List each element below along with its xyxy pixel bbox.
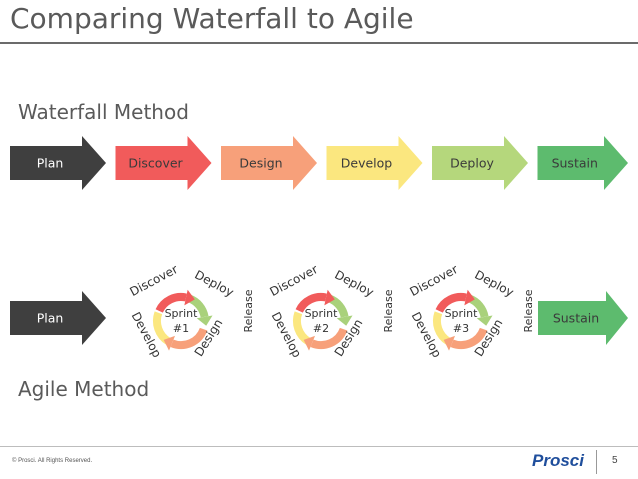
waterfall-step-label-develop: Develop: [341, 156, 393, 171]
sprint3-number: #3: [453, 322, 469, 335]
copyright-text: © Prosci. All Rights Reserved.: [12, 458, 93, 464]
logo-separator: [596, 450, 597, 474]
sprint2-number: #2: [313, 322, 329, 335]
agile-sustain-arrow: [538, 291, 628, 345]
sprint3-discover-arc: [435, 292, 467, 313]
sprint3-discover-label: Discover: [407, 262, 460, 299]
sprint2-discover-arc: [295, 292, 327, 313]
sprint2-discover-label: Discover: [267, 262, 320, 299]
sprint1-discover-label: Discover: [127, 262, 180, 299]
agile-method-label: Agile Method: [18, 377, 150, 401]
agile-plan-arrow: [10, 291, 106, 345]
sprint1-design-arc: [170, 327, 208, 350]
waterfall-step-label-discover: Discover: [128, 156, 183, 171]
sprint1-deploy-arrowhead: [196, 315, 213, 326]
sprint2-release-label: Release: [382, 289, 395, 332]
slide-title: Comparing Waterfall to Agile: [10, 2, 414, 35]
prosci-logo: Prosci: [532, 451, 584, 470]
footer-divider: [0, 446, 638, 447]
sprint3-design-arc: [450, 327, 488, 350]
title-divider: [0, 42, 638, 44]
sprint1-design-arrowhead: [163, 335, 176, 351]
waterfall-arrow-deploy: [432, 136, 528, 190]
sprint2-discover-arrowhead: [324, 289, 335, 306]
waterfall-step-label-plan: Plan: [37, 156, 64, 171]
page-number: 5: [612, 455, 618, 466]
sprint2-design-arc: [310, 327, 348, 350]
sprint1-title: Sprint: [165, 307, 199, 320]
sprint2-design-arrowhead: [303, 335, 316, 351]
agile-plan-label: Plan: [37, 311, 64, 326]
waterfall-method-label: Waterfall Method: [18, 100, 189, 124]
waterfall-arrow-plan: [10, 136, 106, 190]
agile-sustain-label: Sustain: [553, 311, 599, 326]
sprint3-release-label: Release: [522, 289, 535, 332]
sprint3-deploy-label: Deploy: [472, 268, 516, 300]
waterfall-step-label-deploy: Deploy: [450, 156, 494, 171]
sprint1-discover-arc: [155, 292, 187, 313]
sprint2-deploy-arrowhead: [336, 315, 353, 326]
waterfall-step-label-sustain: Sustain: [552, 156, 598, 171]
sprint1-discover-arrowhead: [184, 289, 195, 306]
waterfall-arrow-develop: [326, 136, 423, 190]
sprint1-release-label: Release: [242, 289, 255, 332]
waterfall-arrow-sustain: [537, 136, 628, 190]
sprint3-title: Sprint: [445, 307, 479, 320]
sprint2-title: Sprint: [305, 307, 339, 320]
sprint1-deploy-label: Deploy: [192, 268, 236, 300]
sprint3-deploy-arrowhead: [476, 315, 493, 326]
waterfall-arrow-discover: [115, 136, 212, 190]
sprint2-deploy-label: Deploy: [332, 268, 376, 300]
waterfall-arrow-design: [221, 136, 317, 190]
sprint1-number: #1: [173, 322, 189, 335]
sprint3-design-arrowhead: [443, 335, 456, 351]
waterfall-step-label-design: Design: [239, 156, 282, 171]
sprint3-discover-arrowhead: [464, 289, 475, 306]
